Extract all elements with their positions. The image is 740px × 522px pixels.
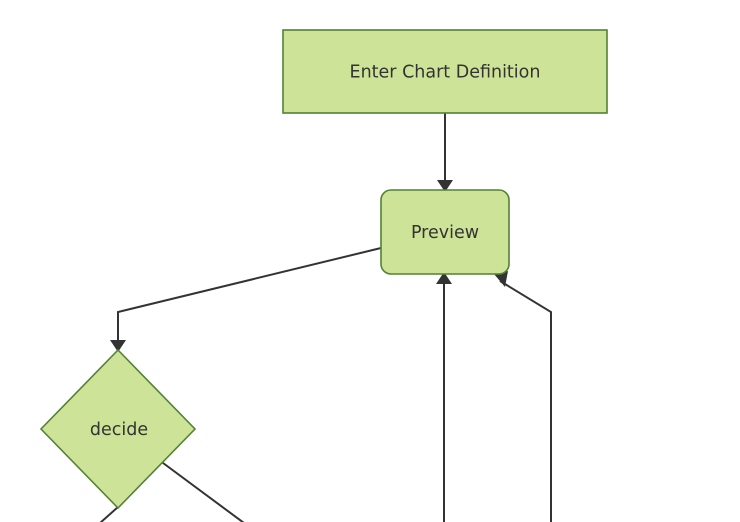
edge-line xyxy=(158,459,245,522)
node-enter-chart-definition[interactable]: Enter Chart Definition xyxy=(282,29,608,114)
arrow-head-icon xyxy=(110,340,126,352)
node-label-decide: decide xyxy=(90,420,148,440)
node-label-enter-chart-definition: Enter Chart Definition xyxy=(350,63,541,83)
node-layer: Enter Chart Definition Preview decide xyxy=(39,29,608,510)
node-preview[interactable]: Preview xyxy=(380,189,510,275)
arrow-head-icon xyxy=(436,272,452,284)
edge-line xyxy=(499,280,552,522)
node-diamond[interactable] xyxy=(39,348,197,510)
edge-line xyxy=(117,247,382,341)
node-rounded-rectangle[interactable] xyxy=(380,189,510,275)
edge-bottom-right-to-preview xyxy=(494,271,552,522)
node-decide[interactable]: decide xyxy=(39,348,197,510)
edge-decide-down-right xyxy=(158,459,245,522)
arrow-head-icon xyxy=(494,271,508,287)
arrow-head-icon xyxy=(437,180,453,192)
node-label-preview: Preview xyxy=(411,223,479,243)
edge-layer xyxy=(99,113,552,522)
edge-preview-to-decide xyxy=(110,247,382,352)
edge-decide-down-left xyxy=(99,506,119,522)
edge-bottom-center-to-preview xyxy=(436,272,452,522)
node-rectangle[interactable] xyxy=(282,29,608,114)
edge-enter-to-preview xyxy=(437,113,453,192)
edge-line xyxy=(99,506,119,522)
